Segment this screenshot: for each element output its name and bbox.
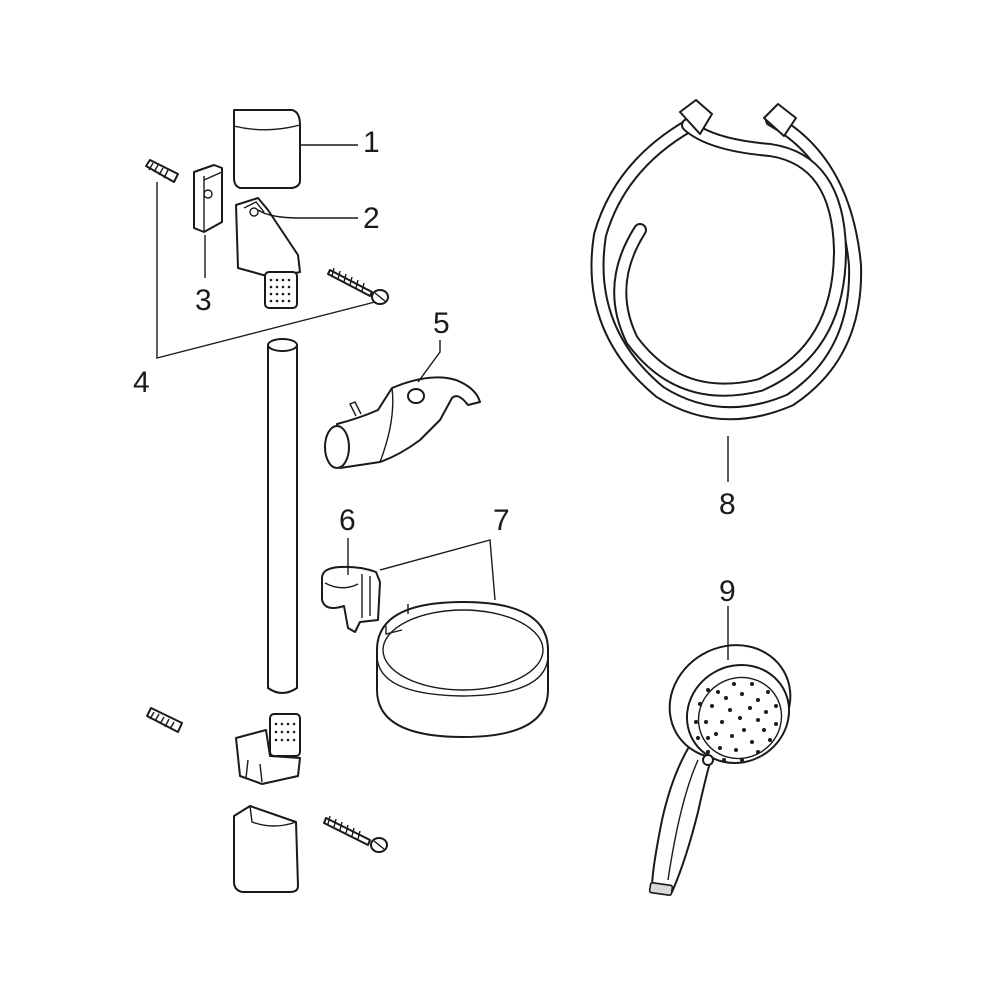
wall-screw-upper xyxy=(327,267,389,305)
slider xyxy=(324,376,481,469)
callout-8: 8 xyxy=(719,488,736,521)
callout-6: 6 xyxy=(339,504,356,537)
callout-1: 1 xyxy=(363,126,380,159)
leader-line-4 xyxy=(156,182,376,359)
wall-plate xyxy=(193,164,223,233)
top-cover-cap xyxy=(233,109,301,189)
slide-rail xyxy=(267,338,298,694)
leader-line-7 xyxy=(379,539,496,601)
lower-wall-bracket xyxy=(235,713,301,785)
upper-wall-bracket xyxy=(235,197,301,309)
bottom-cover-cap xyxy=(233,805,299,893)
wall-dowel-upper xyxy=(145,159,179,183)
callout-9: 9 xyxy=(719,575,736,608)
spray-nozzles xyxy=(694,682,778,762)
callout-3: 3 xyxy=(195,284,212,317)
callout-4: 4 xyxy=(133,366,150,399)
soap-dish-ring xyxy=(376,601,549,738)
bracket-grip-texture xyxy=(269,278,291,303)
wall-screw-lower xyxy=(323,815,388,853)
leader-line-2 xyxy=(257,209,358,219)
lower-bracket-grip-texture xyxy=(274,722,296,742)
wall-dowel-lower xyxy=(146,707,183,733)
leader-line-5 xyxy=(417,340,441,383)
callout-7: 7 xyxy=(493,504,510,537)
callout-5: 5 xyxy=(433,307,450,340)
hand-shower xyxy=(648,644,792,897)
callout-2: 2 xyxy=(363,202,380,235)
hose-clip xyxy=(321,565,381,633)
shower-hose xyxy=(590,99,863,421)
